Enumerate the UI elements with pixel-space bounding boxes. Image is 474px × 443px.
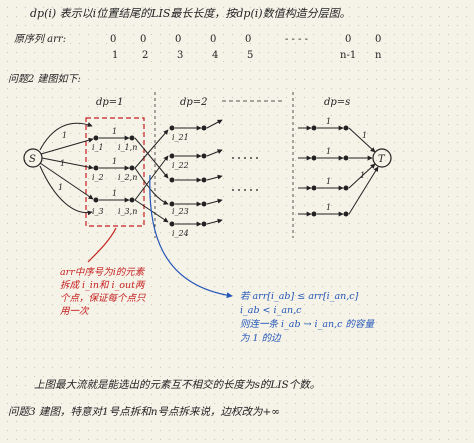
layer-label-dp1: dp=1 — [96, 97, 124, 108]
cap-label-t2: 1 — [360, 171, 365, 180]
cap-label-s1: 1 — [62, 131, 67, 140]
conclusion-line: 上图最大流就是能选出的元素互不相交的长度为s的LIS个数。 — [34, 379, 321, 391]
array-marker-5: 0 — [245, 34, 252, 45]
array-marker-4: 0 — [210, 34, 217, 45]
dp1-node-pairs — [93, 135, 135, 203]
red-note-line-3: 个点，保证每个点只 — [60, 293, 146, 304]
layer-label-dps: dp=s — [324, 97, 351, 108]
node-label-d2c: i_23 — [172, 207, 189, 216]
red-note-line-1: arr中序号为i的元素 — [60, 267, 145, 278]
blue-note-line-4: 为 1 的边 — [240, 333, 281, 344]
dp2-node-pairs — [169, 125, 207, 227]
sink-edges — [348, 127, 379, 215]
cap-label-in1: 1 — [112, 127, 117, 136]
node-label-in1: i_1 — [92, 143, 104, 152]
cap-label-in2: 1 — [112, 157, 117, 166]
cap-label-s2: 1 — [60, 159, 65, 168]
sink-node — [372, 148, 392, 168]
dps-incoming-edges — [298, 125, 312, 217]
source-edges — [39, 122, 94, 216]
array-index-3: 3 — [177, 50, 184, 61]
array-marker-n1: 0 — [345, 34, 352, 45]
layer-label-dp2: dp=2 — [180, 97, 208, 108]
blue-note: 若 arr[i_ab] ≤ arr[i_an,c] i_ab < i_an,c … — [240, 290, 374, 346]
array-index-1: 1 — [112, 50, 119, 61]
node-label-out3: i_3,n — [118, 207, 137, 216]
array-ellipsis: - - - - — [285, 34, 309, 45]
red-note-line-2: 拆成 i_in和 i_out两 — [60, 280, 145, 291]
array-marker-2: 0 — [140, 34, 147, 45]
red-note: arr中序号为i的元素 拆成 i_in和 i_out两 个点，保证每个点只 用一… — [60, 266, 146, 318]
cap-label-s3: 1 — [58, 183, 63, 192]
cap-label-in3: 1 — [112, 189, 117, 198]
cap-label-dps4: 1 — [326, 203, 331, 212]
sink-node-label: T — [378, 154, 386, 165]
node-label-d2a: i_21 — [172, 133, 189, 142]
red-note-line-4: 用一次 — [60, 306, 89, 317]
array-marker-n: 0 — [375, 34, 382, 45]
node-label-in3: i_3 — [92, 207, 104, 216]
blue-note-line-3: 则连一条 i_ab → i_an,c 的容量 — [240, 319, 374, 330]
cap-label-t1: 1 — [362, 131, 367, 140]
question3-line: 问题3 建图，特意对1号点拆和n号点拆来说，边权改为+∞ — [8, 406, 281, 418]
array-index-2: 2 — [142, 50, 149, 61]
cap-label-dps3: 1 — [326, 177, 331, 186]
split-node-bracket — [85, 117, 145, 227]
array-index-n: n — [375, 50, 382, 61]
blue-note-pointer — [149, 174, 233, 299]
cap-label-dps1: 1 — [326, 117, 331, 126]
cap-label-dps2: 1 — [326, 147, 331, 156]
node-label-out1: i_1,n — [118, 143, 137, 152]
array-index-4: 4 — [212, 50, 219, 61]
array-index-n1: n-1 — [340, 50, 357, 61]
array-marker-1: 0 — [110, 34, 117, 45]
blue-note-line-1: 若 arr[i_ab] ≤ arr[i_an,c] — [240, 291, 359, 302]
source-node-label: S — [29, 154, 36, 165]
node-label-d2b: i_22 — [172, 161, 189, 170]
array-index-5: 5 — [247, 50, 254, 61]
title-line: dp(i) 表示以i位置结尾的LIS最长长度，按dp(i)数值构造分层图。 — [30, 7, 351, 20]
node-label-in2: i_2 — [92, 173, 104, 182]
dp2-outgoing-edges — [206, 119, 223, 225]
original-array-label: 原序列 arr: — [14, 34, 67, 45]
red-note-pointer — [87, 227, 117, 263]
node-label-out2: i_2,n — [118, 173, 137, 182]
dps-node-pairs — [311, 125, 349, 217]
blue-note-line-2: i_ab < i_an,c — [240, 305, 302, 316]
question2-label: 问题2 建图如下: — [8, 74, 81, 85]
node-label-d2d: i_24 — [172, 229, 189, 238]
array-marker-3: 0 — [175, 34, 182, 45]
